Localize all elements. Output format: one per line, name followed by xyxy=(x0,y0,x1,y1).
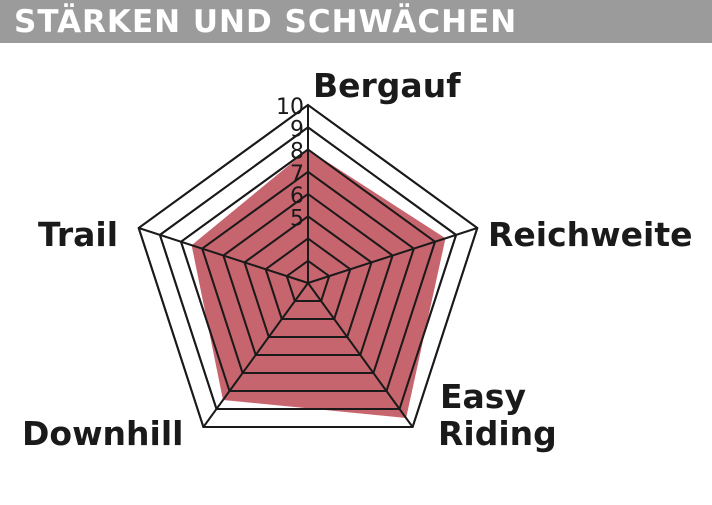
spoke-reichweite xyxy=(307,227,478,284)
axis-label-downhill: Downhill xyxy=(22,414,183,453)
spoke-trail xyxy=(138,227,309,284)
spoke-downhill xyxy=(202,282,309,428)
tick-label-6: 6 xyxy=(290,184,304,209)
grid-ring-overlay-6 xyxy=(222,192,394,356)
spoke-easy-riding xyxy=(307,282,414,428)
radar-spokes xyxy=(137,103,479,428)
grid-ring-overlay-3 xyxy=(285,259,331,302)
grid-ring-overlay-7 xyxy=(201,170,415,374)
grid-ring-overlay-9 xyxy=(158,126,458,410)
tick-label-10: 10 xyxy=(276,95,304,120)
page-title: STÄRKEN UND SCHWÄCHEN xyxy=(14,4,518,40)
header-bar: STÄRKEN UND SCHWÄCHEN xyxy=(0,0,712,43)
tick-label-9: 9 xyxy=(290,117,304,142)
axis-label-reichweite: Reichweite xyxy=(488,215,693,254)
axis-label-easy-riding-line: Easy xyxy=(440,377,526,416)
axis-label-easy-riding-line: Riding xyxy=(438,414,557,453)
axis-label-bergauf: Bergauf xyxy=(313,66,461,105)
grid-ring-overlay-4 xyxy=(264,237,352,320)
tick-label-7: 7 xyxy=(290,162,304,187)
grid-ring-overlay-5 xyxy=(243,215,373,338)
tick-label-5: 5 xyxy=(290,206,304,231)
tick-label-8: 8 xyxy=(290,140,304,165)
axis-label-trail: Trail xyxy=(38,215,118,254)
grid-ring-overlay-10 xyxy=(137,103,479,428)
value-polygon xyxy=(191,149,446,418)
grid-ring-overlay-8 xyxy=(179,148,437,392)
